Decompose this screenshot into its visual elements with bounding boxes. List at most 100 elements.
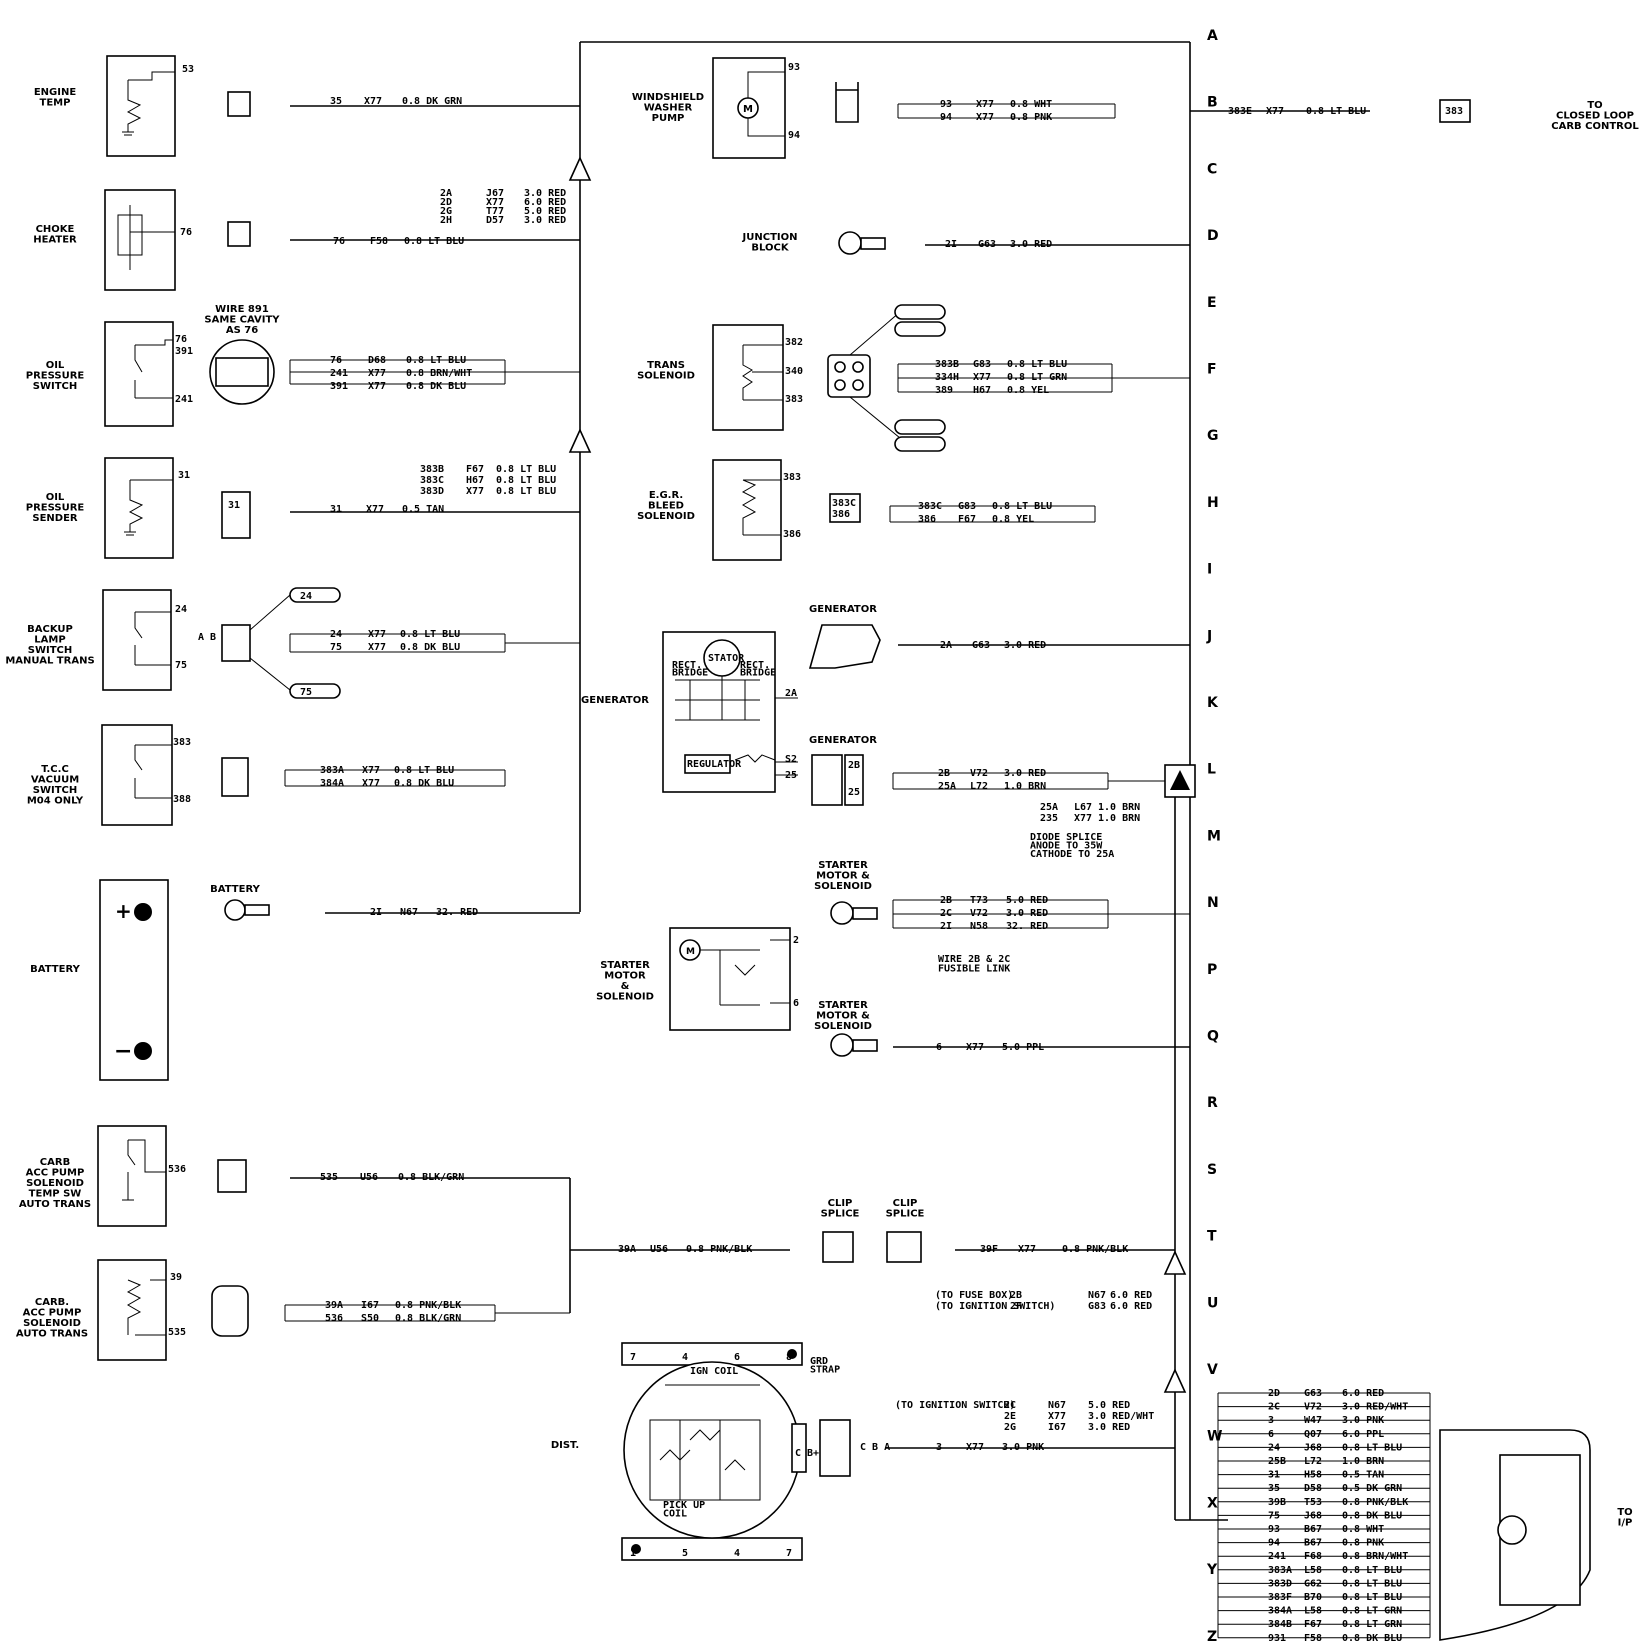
carb-sol-wire-0-0: 39A — [325, 1300, 343, 1311]
backup-conn-side: A B — [198, 632, 216, 643]
choke-heater-wire-code: F58 — [370, 236, 388, 247]
washer-wire-1-2: 0.8 PNK — [1010, 112, 1052, 123]
oil-switch-wire-2-1: X77 — [368, 381, 386, 392]
clip-out-wire-num: 39F — [980, 1244, 998, 1255]
dist-wire-color: 3.0 PNK — [1002, 1442, 1044, 1453]
fuse-note-1-0: (TO IGNITION SWITCH) — [935, 1301, 1055, 1312]
battery-terminal-icon — [224, 899, 246, 921]
ip-row-16-2: 0.8 LT GRN — [1342, 1606, 1402, 1617]
oil-switch-pin-1: 76 — [175, 334, 187, 345]
engine-temp-wire-color: 0.8 DK GRN — [402, 96, 462, 107]
gen-schem-pin-s2: S2 — [785, 754, 797, 765]
egr-conn-1: 383C — [832, 498, 856, 509]
starter-bottom-wire-code: X77 — [966, 1042, 984, 1053]
ip-row-13-0: 383A — [1268, 1565, 1292, 1576]
oil-switch-wire-0-1: D68 — [368, 355, 386, 366]
starter-bottom-wire-color: 5.0 PPL — [1002, 1042, 1044, 1053]
dist-top-pin-1: 4 — [682, 1352, 688, 1363]
left-bus-code-1: X77 — [486, 197, 504, 208]
oil-sender-wire-color: 0.5 TAN — [402, 504, 444, 515]
fuse-note-0-2: N67 — [1088, 1290, 1106, 1301]
ip-table-lines — [1217, 1392, 1431, 1639]
trans-pin-3: 383 — [785, 394, 803, 405]
left-bus-num-3: 2H — [440, 215, 452, 226]
ip-row-13-2: 0.8 LT BLU — [1342, 1565, 1402, 1576]
oil-sender-conn-label: 31 — [228, 500, 240, 511]
regulator-label: REGULATOR — [687, 759, 742, 770]
left-bus2-0-2: 0.8 LT BLU — [496, 464, 556, 475]
ip-row-3-2: 6.0 PPL — [1342, 1429, 1384, 1440]
ip-row-17-0: 384B — [1268, 1619, 1292, 1630]
row-letter-E: E — [1207, 295, 1217, 311]
diode-wire-0-2: 1.0 BRN — [1098, 802, 1140, 813]
tcc-wire-0-0: 383A — [320, 765, 344, 776]
dist-label: DIST. — [551, 1440, 579, 1451]
ip-row-4-1: J68 — [1304, 1442, 1322, 1453]
left-bus-num-0: 2A — [440, 188, 452, 199]
oil-switch-wire-0-0: 76 — [330, 355, 342, 366]
ip-row-1-0: 2C — [1268, 1402, 1280, 1413]
engine-temp-wire-num: 35 — [330, 96, 342, 107]
bus-lines — [568, 41, 1228, 1521]
ip-row-2-0: 3 — [1268, 1415, 1274, 1426]
gen-conn-wire-0-1: V72 — [970, 768, 988, 779]
trans-wire-0-2: 0.8 LT BLU — [1007, 359, 1067, 370]
starter-top-wire-2-0: 2I — [940, 921, 952, 932]
ip-row-16-0: 384A — [1268, 1606, 1292, 1617]
diode-wire-0-1: L67 — [1074, 802, 1092, 813]
dist-bot-pin-2: 4 — [734, 1548, 740, 1559]
washer-pin-2: 94 — [788, 130, 800, 141]
closed-loop-wire-num: 383E — [1228, 106, 1252, 117]
row-letter-I: I — [1207, 562, 1212, 578]
ip-row-4-0: 24 — [1268, 1442, 1280, 1453]
trans-connector — [827, 354, 871, 398]
starter-top-wire-2-1: N58 — [970, 921, 988, 932]
row-letter-Y: Y — [1206, 1562, 1218, 1578]
tcc-pin-1: 383 — [173, 737, 191, 748]
egr-wire-1-0: 386 — [918, 514, 936, 525]
row-letter-T: T — [1207, 1229, 1217, 1245]
gen-top-wire-color: 3.0 RED — [1004, 640, 1046, 651]
washer-wire-0-0: 93 — [940, 99, 952, 110]
trans-pin-1: 382 — [785, 337, 803, 348]
diode-wire-0-0: 25A — [1040, 802, 1058, 813]
ip-row-1-2: 3.0 RED/WHT — [1342, 1402, 1408, 1413]
trans-wire-1-1: X77 — [973, 372, 991, 383]
ip-row-14-0: 383D — [1268, 1578, 1292, 1589]
row-letter-L: L — [1207, 762, 1216, 778]
ip-row-14-2: 0.8 LT BLU — [1342, 1578, 1402, 1589]
gen-conn-wire-0-0: 2B — [938, 768, 950, 779]
dist-wire-code: X77 — [966, 1442, 984, 1453]
ip-row-8-0: 39B — [1268, 1497, 1286, 1508]
tcc-wire-0-2: 0.8 LT BLU — [394, 765, 454, 776]
dist-ign-wire-0-1: 2C — [1004, 1400, 1016, 1411]
carb-sol-connector — [211, 1285, 249, 1337]
dist-bottom-strip — [621, 1537, 803, 1561]
ip-row-18-2: 0.8 DK BLU — [1342, 1633, 1402, 1644]
ip-row-0-0: 2D — [1268, 1388, 1280, 1399]
fuse-note-1-1: 2F — [1010, 1301, 1022, 1312]
dist-bot-pin-1: 5 — [682, 1548, 688, 1559]
gen-schem-label: GENERATOR — [581, 695, 649, 706]
oil-sender-wire-num: 31 — [330, 504, 342, 515]
clip-splice-left-icon — [822, 1231, 854, 1263]
trans-wire-0-1: G83 — [973, 359, 991, 370]
washer-wire-1-0: 94 — [940, 112, 952, 123]
left-bus-color-2: 5.0 RED — [524, 206, 566, 217]
ip-row-4-2: 0.8 LT BLU — [1342, 1442, 1402, 1453]
gen-top-wire-code: G63 — [972, 640, 990, 651]
